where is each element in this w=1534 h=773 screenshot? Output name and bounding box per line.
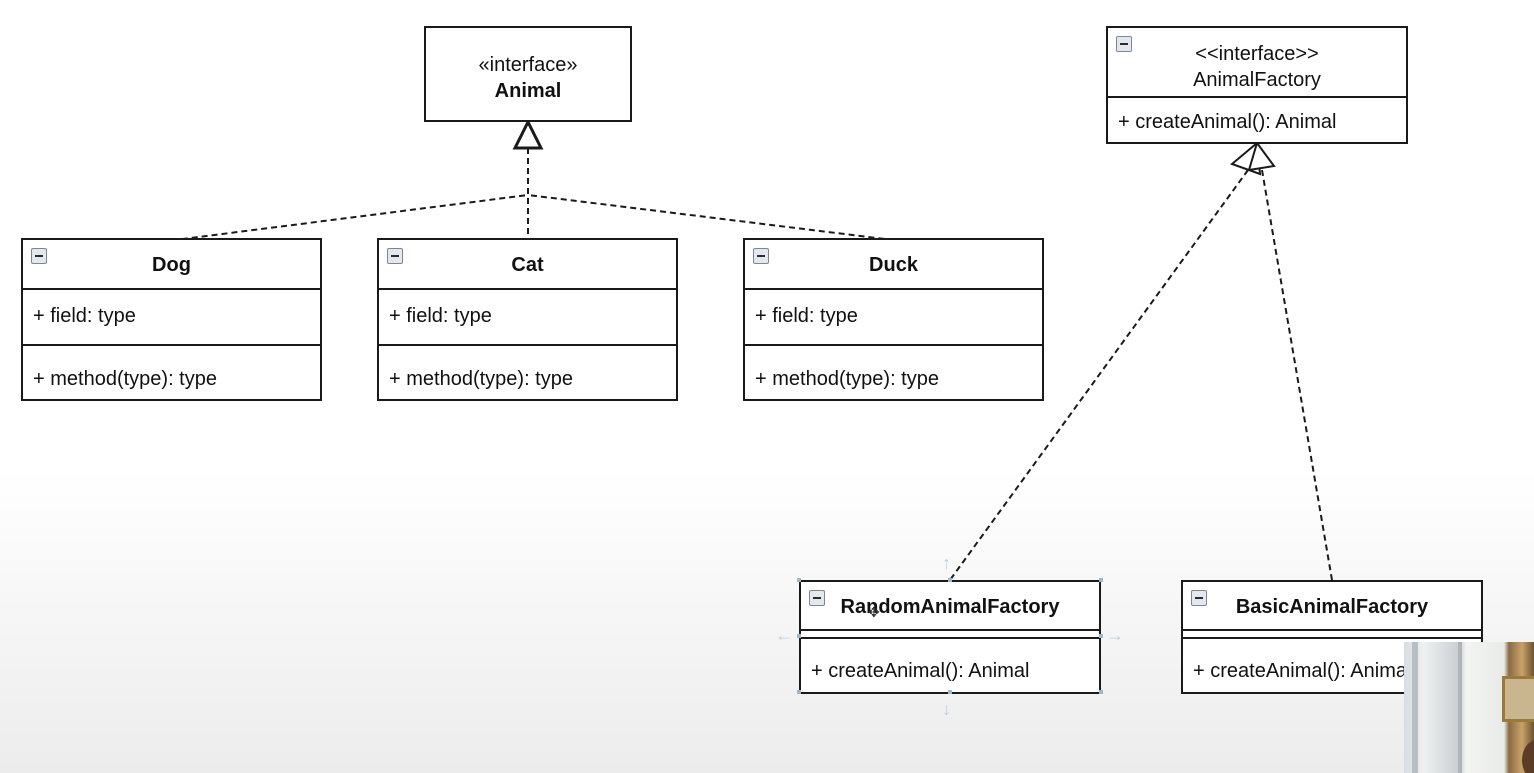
selection-handle[interactable] — [797, 634, 801, 638]
duck-field: + field: type — [755, 305, 858, 327]
webcam-person — [1522, 740, 1534, 773]
edge-basic-factory[interactable] — [1261, 169, 1333, 581]
move-cursor-icon: ✥ — [868, 604, 880, 620]
animal-stereotype: «interface» — [478, 54, 578, 76]
edge-duck-animal[interactable] — [527, 148, 894, 241]
cat-fields-section: + field: type — [379, 288, 676, 344]
selection-handle[interactable] — [948, 578, 952, 582]
cat-class-box[interactable]: Cat + field: type + method(type): type — [377, 238, 678, 401]
random-animal-factory-box[interactable]: RandomAnimalFactory + createAnimal(): An… — [799, 580, 1101, 694]
move-handle-up-icon[interactable]: ↑ — [942, 553, 951, 573]
random-animal-factory-name: RandomAnimalFactory — [840, 596, 1060, 618]
webcam-wall-picture — [1502, 676, 1534, 722]
basic-factory-method: + createAnimal(): Animal — [1193, 660, 1412, 682]
duck-class-box[interactable]: Duck + field: type + method(type): type — [743, 238, 1044, 401]
selection-handle[interactable] — [1099, 578, 1103, 582]
move-handle-right-icon[interactable]: → — [1106, 625, 1124, 645]
random-factory-method: + createAnimal(): Animal — [811, 660, 1030, 682]
duck-methods-section: + method(type): type — [745, 344, 1042, 399]
dog-method: + method(type): type — [33, 368, 217, 390]
collapse-icon[interactable] — [1191, 590, 1207, 606]
selection-handle[interactable] — [797, 690, 801, 694]
animal-factory-name: AnimalFactory — [1193, 69, 1321, 91]
realization-arrowhead-factory-2 — [1247, 140, 1276, 172]
animal-factory-interface-box[interactable]: <<interface>> AnimalFactory + createAnim… — [1106, 26, 1408, 144]
duck-class-name: Duck — [869, 254, 918, 276]
animal-factory-methods-section: + createAnimal(): Animal — [1108, 96, 1406, 142]
webcam-overlay — [1404, 642, 1534, 773]
collapse-icon[interactable] — [1116, 36, 1132, 52]
edge-random-factory[interactable] — [949, 169, 1249, 581]
selection-handle[interactable] — [948, 690, 952, 694]
basic-factory-fields-section — [1183, 629, 1481, 637]
basic-animal-factory-name: BasicAnimalFactory — [1235, 596, 1429, 618]
basic-animal-factory-box[interactable]: BasicAnimalFactory + createAnimal(): Ani… — [1181, 580, 1483, 694]
webcam-window-frame — [1458, 642, 1462, 773]
collapse-icon[interactable] — [809, 590, 825, 606]
selection-handle[interactable] — [797, 578, 801, 582]
animal-factory-method: + createAnimal(): Animal — [1118, 111, 1337, 133]
random-factory-methods-section: + createAnimal(): Animal — [801, 637, 1099, 692]
collapse-icon[interactable] — [31, 248, 47, 264]
realization-arrowhead-animal — [512, 118, 544, 150]
random-factory-fields-section — [801, 629, 1099, 637]
duck-fields-section: + field: type — [745, 288, 1042, 344]
collapse-icon[interactable] — [387, 248, 403, 264]
dog-class-name: Dog — [152, 254, 191, 276]
dog-fields-section: + field: type — [23, 288, 320, 344]
cat-method: + method(type): type — [389, 368, 573, 390]
cat-field: + field: type — [389, 305, 492, 327]
move-handle-down-icon[interactable]: ↓ — [942, 699, 951, 719]
dog-field: + field: type — [33, 305, 136, 327]
dog-methods-section: + method(type): type — [23, 344, 320, 399]
cat-methods-section: + method(type): type — [379, 344, 676, 399]
selection-handle[interactable] — [1099, 634, 1103, 638]
cat-class-name: Cat — [511, 254, 544, 276]
animal-factory-stereotype: <<interface>> — [1195, 43, 1319, 65]
move-handle-left-icon[interactable]: ← — [775, 625, 793, 645]
edge-dog-animal[interactable] — [174, 148, 529, 241]
basic-factory-methods-section: + createAnimal(): Animal — [1183, 637, 1481, 692]
animal-interface-name: Animal — [494, 80, 562, 102]
selection-handle[interactable] — [1099, 690, 1103, 694]
webcam-window-frame — [1412, 642, 1418, 773]
dog-class-box[interactable]: Dog + field: type + method(type): type — [21, 238, 322, 401]
animal-interface-box[interactable]: «interface» Animal — [424, 26, 632, 122]
collapse-icon[interactable] — [753, 248, 769, 264]
duck-method: + method(type): type — [755, 368, 939, 390]
